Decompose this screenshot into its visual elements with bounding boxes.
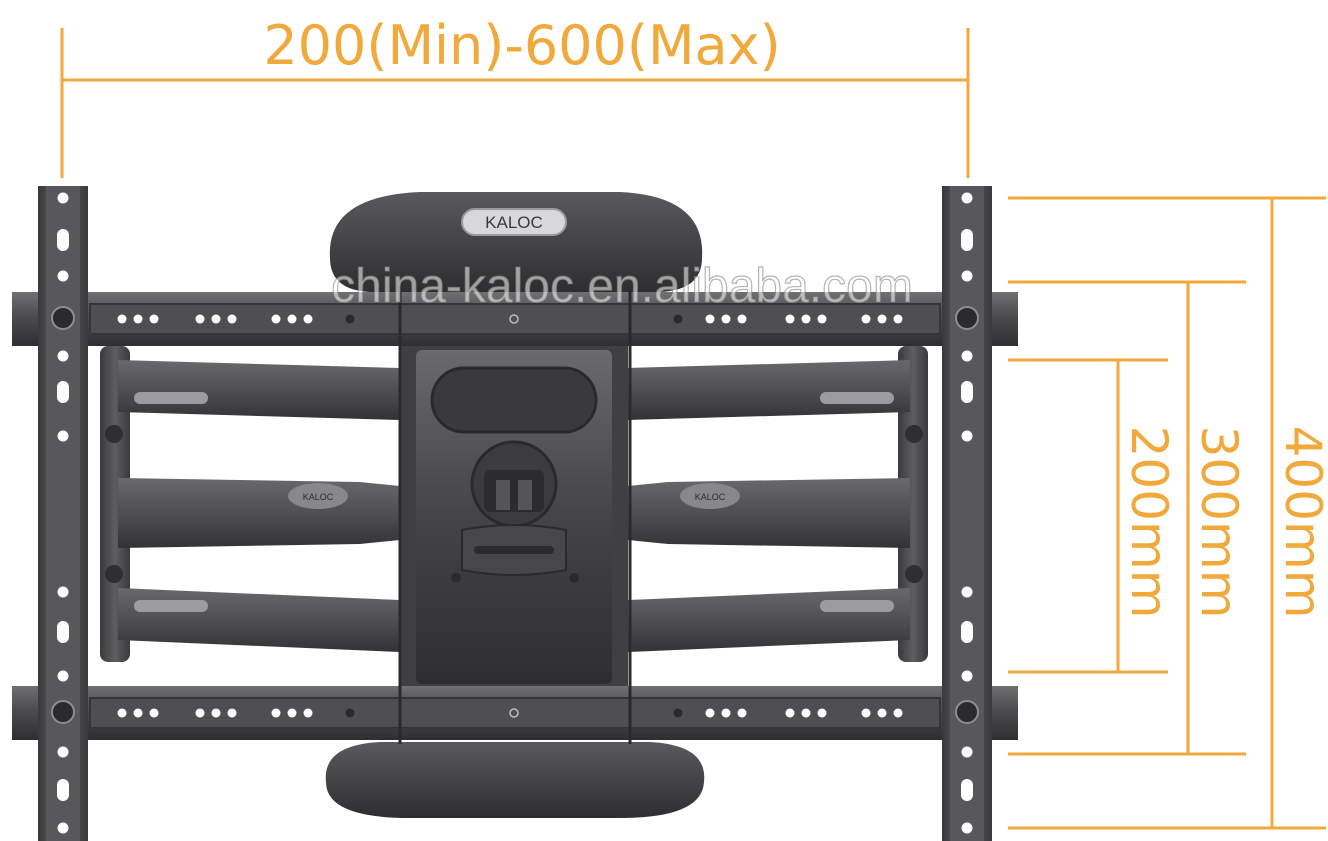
rail-center-mark xyxy=(509,708,519,718)
bracket-bolts xyxy=(51,306,979,724)
bracket-hole xyxy=(57,430,69,442)
bracket-slot xyxy=(961,621,973,643)
rail-hole xyxy=(271,708,281,718)
rail-hole xyxy=(303,314,313,324)
rail-hole xyxy=(705,314,715,324)
rail-hole xyxy=(877,314,887,324)
right-arm-assembly: KALOC xyxy=(628,346,928,662)
rail-hole xyxy=(673,314,683,324)
rail-hole xyxy=(227,708,237,718)
rail-hole xyxy=(149,314,159,324)
top-base-plate: KALOC xyxy=(329,192,703,292)
rail-hole xyxy=(271,314,281,324)
brand-logo-text: KALOC xyxy=(485,213,543,232)
rail-hole xyxy=(211,708,221,718)
right-arm-logo xyxy=(680,483,740,509)
rail-hole xyxy=(737,314,747,324)
rail-hole xyxy=(133,708,143,718)
vertical-label-400: 400mm xyxy=(1274,426,1328,619)
rail-hole xyxy=(227,314,237,324)
top-logo-badge xyxy=(461,208,567,236)
vertical-dimensions: 200mm 300mm 400mm xyxy=(1008,196,1328,830)
left-vertical-bracket xyxy=(38,186,88,841)
rail-hole xyxy=(133,314,143,324)
bracket-slot xyxy=(57,229,69,251)
rail-hole xyxy=(149,708,159,718)
rail-hole xyxy=(673,708,683,718)
central-wall-plate xyxy=(400,342,628,688)
bracket-hole xyxy=(57,670,69,682)
rail-hole xyxy=(877,708,887,718)
bracket-slot xyxy=(961,381,973,403)
bracket-hole xyxy=(961,192,973,204)
rail-hole xyxy=(861,708,871,718)
bracket-slot xyxy=(57,779,69,801)
rail-hole xyxy=(211,314,221,324)
bracket-hole xyxy=(961,670,973,682)
rail-hole xyxy=(801,708,811,718)
left-arm-assembly: KALOC xyxy=(100,346,400,662)
bracket-hole xyxy=(961,430,973,442)
bracket-hole xyxy=(961,746,973,758)
rail-hole xyxy=(345,708,355,718)
vertical-label-300: 300mm xyxy=(1190,426,1248,619)
left-arm-logo xyxy=(288,483,348,509)
right-vertical-bracket xyxy=(942,186,992,841)
bracket-hole xyxy=(961,350,973,362)
rail-hole xyxy=(893,314,903,324)
bracket-hole xyxy=(57,586,69,598)
rail-hole xyxy=(195,708,205,718)
rail-hole xyxy=(721,314,731,324)
bracket-slot xyxy=(57,621,69,643)
rail-hole xyxy=(785,708,795,718)
horizontal-dimension-label: 200(Min)-600(Max) xyxy=(263,14,780,77)
bracket-slot xyxy=(961,229,973,251)
watermark-text: china-kaloc.en.alibaba.com xyxy=(331,260,913,313)
bracket-hole xyxy=(57,822,69,834)
rail-hole xyxy=(817,314,827,324)
bracket-holes xyxy=(57,192,973,834)
bracket-hole xyxy=(961,586,973,598)
rail-hole xyxy=(893,708,903,718)
rail-hole xyxy=(785,314,795,324)
rail-hole xyxy=(861,314,871,324)
rail-hole xyxy=(801,314,811,324)
bracket-hole xyxy=(961,822,973,834)
rail-hole xyxy=(345,314,355,324)
bottom-horizontal-rail xyxy=(12,686,1018,740)
bracket-slot xyxy=(961,779,973,801)
bracket-hole xyxy=(961,270,973,282)
rail-hole xyxy=(721,708,731,718)
horizontal-dimension: 200(Min)-600(Max) xyxy=(60,14,970,178)
bottom-base-plate xyxy=(325,742,705,818)
rail-holes xyxy=(117,314,903,718)
rail-hole xyxy=(737,708,747,718)
rail-center-mark xyxy=(509,314,519,324)
rail-hole xyxy=(817,708,827,718)
rail-hole xyxy=(117,708,127,718)
plate-top-cutout xyxy=(430,366,598,434)
right-arm-logo-text: KALOC xyxy=(695,492,726,502)
bracket-hole xyxy=(57,192,69,204)
bracket-slot xyxy=(57,381,69,403)
rail-hole xyxy=(287,314,297,324)
bracket-hole xyxy=(57,350,69,362)
rail-hole xyxy=(705,708,715,718)
rail-hole xyxy=(117,314,127,324)
rail-hole xyxy=(303,708,313,718)
top-horizontal-rail xyxy=(12,292,1018,346)
rail-hole xyxy=(287,708,297,718)
left-arm-logo-text: KALOC xyxy=(303,492,334,502)
vertical-label-200: 200mm xyxy=(1120,426,1178,619)
bracket-hole xyxy=(57,270,69,282)
bracket-hole xyxy=(57,746,69,758)
rail-hole xyxy=(195,314,205,324)
